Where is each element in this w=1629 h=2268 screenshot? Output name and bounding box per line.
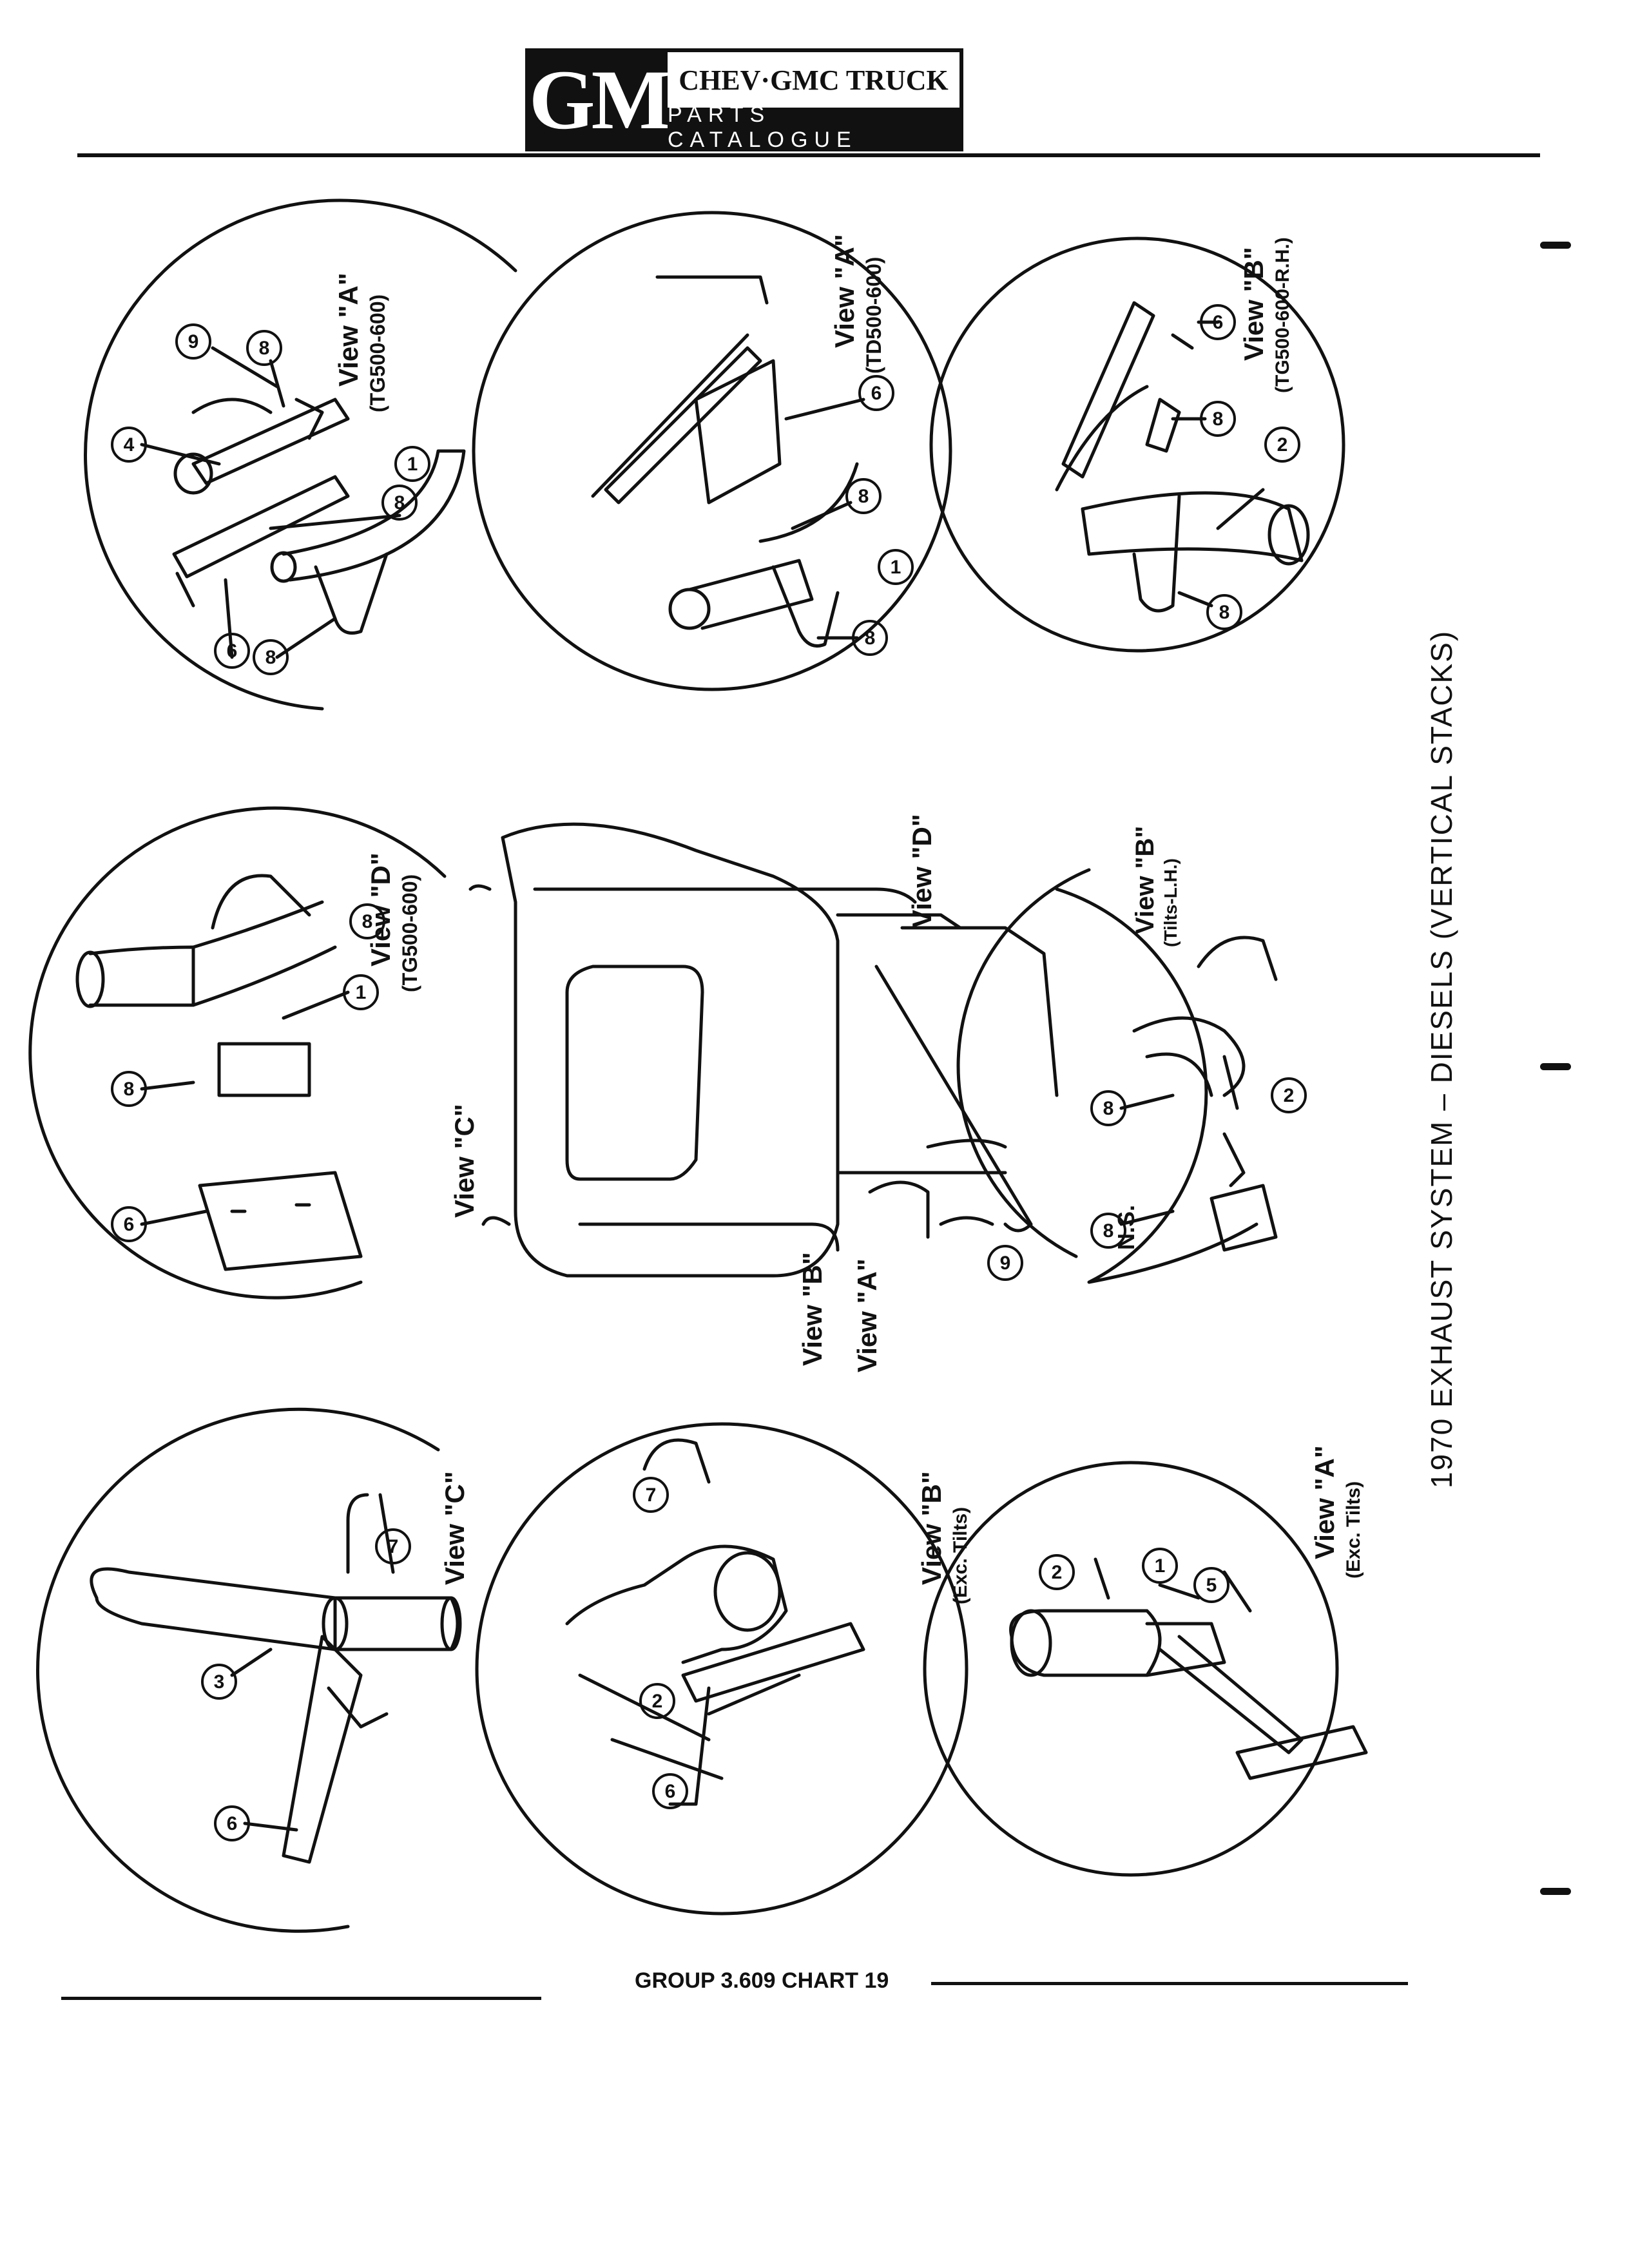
- view-a-exc-title: View "A": [1309, 1445, 1340, 1559]
- callout-8: 8: [1103, 1220, 1114, 1242]
- callout-8: 8: [1213, 408, 1224, 430]
- view-a-exc-panel: [923, 1461, 1368, 1877]
- cab-overview: [468, 822, 1059, 1278]
- callout-1: 1: [1155, 1555, 1166, 1577]
- callout-6: 6: [227, 1813, 238, 1834]
- center-view-a: View "A": [852, 1258, 882, 1372]
- callout-8: 8: [858, 486, 869, 507]
- view-d-tg-sub: (TG500-600): [398, 874, 421, 992]
- callout-8: 8: [1219, 602, 1230, 623]
- view-b-tilts-lh-sub: (Tilts-L.H.): [1161, 858, 1181, 947]
- callout-2: 2: [1284, 1085, 1295, 1106]
- callouts: [111, 304, 1307, 1841]
- callout-8: 8: [394, 492, 405, 514]
- view-b-exc-panel: [475, 1422, 969, 1916]
- view-a-td-panel: [472, 211, 952, 691]
- catalogue-header: GM CHEV·GMC TRUCK PARTS CATALOGUE: [525, 48, 963, 152]
- diagram-title: 1970 EXHAUST SYSTEM – DIESELS (VERTICAL …: [1425, 629, 1458, 1488]
- callout-1: 1: [407, 454, 418, 475]
- view-d-tg-panel: [28, 806, 447, 1300]
- callout-8: 8: [1103, 1098, 1114, 1119]
- view-b-tilts-lh-title: View "B": [1131, 826, 1159, 934]
- view-a-tg-circle: [84, 198, 517, 711]
- header-line-1: CHEV·GMC TRUCK: [679, 64, 949, 96]
- center-view-c: View "C": [449, 1104, 479, 1218]
- callout-1: 1: [356, 982, 367, 1003]
- margin-tick-middle: [1540, 1063, 1571, 1070]
- callout-8: 8: [865, 628, 876, 649]
- view-b-tilts-circle: [1055, 887, 1258, 1284]
- view-c-title: View "C": [439, 1471, 470, 1585]
- callout-4: 4: [124, 434, 135, 456]
- bracket-6: [172, 475, 350, 579]
- view-b-tg-rh-panel: [929, 236, 1345, 653]
- view-b-tg-rh-circle: [929, 236, 1345, 653]
- view-c-panel: [36, 1407, 462, 1933]
- footer-chart-reference: GROUP 3.609 CHART 19: [635, 1968, 889, 1993]
- margin-tick-top: [1540, 242, 1571, 249]
- cab-body: [501, 822, 840, 1278]
- callout-7: 7: [388, 1536, 399, 1557]
- view-d-tg-circle: [28, 806, 447, 1300]
- view-a-exc-sub: (Exc. Tilts): [1343, 1481, 1364, 1579]
- callout-6: 6: [1213, 312, 1224, 333]
- footer-rule-left: [61, 1997, 541, 2000]
- center-view-b: View "B": [797, 1252, 827, 1366]
- callout-8: 8: [259, 338, 270, 359]
- view-a-tg-title: View "A": [333, 273, 363, 387]
- callout-8: 8: [124, 1079, 135, 1100]
- view-b-exc-sub: (Exc. Tilts): [950, 1507, 971, 1604]
- header-rule: [77, 153, 1540, 157]
- view-b-tilts-lh-panel: [956, 868, 1278, 1284]
- gm-logo: GM: [528, 52, 671, 148]
- view-b-tg-rh-title: View "B": [1239, 247, 1269, 361]
- callout-6: 6: [871, 383, 882, 404]
- callout-6: 6: [124, 1214, 135, 1235]
- view-a-td-title: View "A": [829, 234, 860, 348]
- view-c-circle: [36, 1407, 440, 1933]
- view-a-tg-panel: [84, 198, 517, 711]
- view-a-exc-circle: [923, 1461, 1339, 1877]
- callout-5: 5: [1206, 1575, 1217, 1596]
- view-b-tg-rh-sub: (TG500-600-R.H.): [1272, 237, 1293, 393]
- callout-9: 9: [1000, 1253, 1011, 1274]
- view-a-td-sub: (TD500-600): [862, 257, 885, 374]
- callout-6: 6: [665, 1781, 676, 1802]
- callout-6: 6: [227, 640, 238, 662]
- view-a-td-circle: [472, 211, 952, 691]
- view-b-exc-title: View "B": [916, 1471, 947, 1585]
- margin-tick-bottom: [1540, 1888, 1571, 1895]
- callout-3: 3: [214, 1671, 225, 1693]
- callout-1: 1: [891, 557, 901, 578]
- footer-rule-right: [931, 1982, 1408, 1985]
- callout-2: 2: [652, 1691, 663, 1712]
- callout-8: 8: [265, 647, 276, 668]
- header-text-block: CHEV·GMC TRUCK PARTS CATALOGUE: [668, 52, 959, 152]
- callout-2: 2: [1052, 1562, 1063, 1583]
- callout-9: 9: [188, 331, 199, 352]
- center-view-d: View "D": [907, 814, 937, 928]
- callout-8: 8: [362, 911, 373, 932]
- view-ns-label: N.S.: [1113, 1205, 1139, 1250]
- cab-window: [565, 965, 704, 1181]
- view-a-tg-sub: (TG500-600): [366, 294, 389, 412]
- view-b-exc-circle: [475, 1422, 969, 1916]
- callout-2: 2: [1277, 434, 1288, 456]
- callout-7: 7: [646, 1485, 657, 1506]
- view-d-tg-title: View "D": [365, 852, 396, 966]
